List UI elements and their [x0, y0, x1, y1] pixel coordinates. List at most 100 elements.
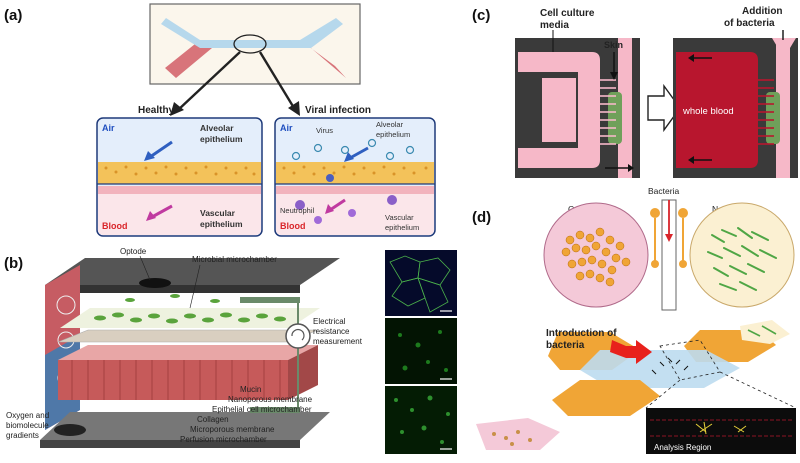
right-bottom-flow-arrow-head [688, 156, 694, 164]
introduction-label-2: bacteria [546, 340, 585, 351]
healthy-alveolar-label-2: epithelium [200, 134, 243, 144]
left-flow-arrow-head [628, 164, 634, 172]
healthy-cell-dots [104, 165, 256, 176]
addition-label-2: of bacteria [724, 18, 775, 29]
bacteria-particles [651, 357, 689, 375]
resistance-meter-icon [285, 323, 311, 349]
neutrophil-migrating [326, 174, 334, 182]
addition-label-1: Addition [742, 6, 783, 17]
chip-channel [161, 18, 343, 48]
lower-chamber-chip [552, 380, 660, 416]
infection-alveolar-label-2: epithelium [376, 130, 410, 139]
microporous-label: Microporous membrane [190, 425, 275, 434]
nanoporous-label: Nanoporous membrane [228, 395, 313, 404]
infection-air-label: Air [280, 123, 293, 133]
neutrophil-cell [295, 200, 305, 210]
micrograph-top [385, 250, 457, 316]
oxygen-label-2: biomolecule [6, 421, 49, 430]
virus-icon [291, 151, 301, 161]
introduction-label-1: Introduction of [546, 328, 617, 339]
infection-air-arrow [349, 146, 369, 160]
top-cover [45, 258, 340, 285]
mucin-label: Mucin [240, 385, 261, 394]
panel-d: (d) Bacteria Cancer Cells Normal Cells [472, 186, 797, 454]
nanoporous-membrane [57, 329, 319, 343]
healthy-vascular-label-1: Vascular [200, 208, 236, 218]
micrograph-middle [385, 318, 457, 384]
healthy-air-arrow [149, 140, 173, 159]
chip-left-media-channel [518, 52, 600, 168]
tissue-dots [492, 430, 532, 446]
zoom-arrow-left [177, 51, 241, 111]
healthy-blood-arrow [151, 204, 173, 219]
virus-label: Virus [316, 126, 333, 135]
microbial-label: Microbial microchamber [192, 255, 277, 264]
electrical-label-2: resistance [313, 327, 350, 336]
chip-right-skin-channel [776, 38, 790, 178]
panel-a-label: (a) [4, 7, 22, 24]
zoom-arrow-right [258, 51, 296, 109]
neutrophil-cell-4 [387, 195, 397, 205]
bacteria-cluster [94, 294, 286, 324]
virus-particles [291, 138, 415, 161]
chip-right-chamber [676, 72, 736, 148]
epithelial-top [58, 345, 318, 360]
skin-label: Skin [604, 40, 623, 50]
normal-cells-circle [689, 202, 795, 308]
analysis-region-panel [646, 408, 796, 454]
infection-cell-dots [282, 165, 428, 176]
base-port [54, 424, 86, 436]
electrical-label-1: Electrical [313, 317, 346, 326]
micrograph-bottom-spots [394, 395, 450, 444]
bottom-base-side [40, 440, 300, 448]
chip-left-pillars [600, 79, 616, 145]
infection-blood-arrow [329, 198, 346, 212]
whole-blood-label: whole blood [682, 106, 734, 117]
optode-spot [139, 278, 171, 288]
healthy-alveolar-label-1: Alveolar [200, 123, 234, 133]
optode-label: Optode [120, 247, 147, 256]
zoom-arrow-right-head [288, 101, 300, 116]
infection-alveolar-label-1: Alveolar [376, 120, 404, 129]
neutrophil-label: Neutrophil [280, 206, 315, 215]
healthy-air-arrow-head [144, 151, 155, 161]
oxygen-label-1: Oxygen and [6, 411, 49, 420]
epithelial-cells [71, 360, 281, 400]
micrograph-top-cells [389, 255, 451, 313]
chip-right-inlet [772, 38, 796, 48]
blue-channel [580, 350, 740, 388]
epithelial-side [288, 345, 318, 400]
media-label-2: media [540, 20, 569, 31]
infection-blood-label: Blood [280, 221, 306, 231]
micrograph-bottom [385, 386, 457, 454]
healthy-blood [98, 186, 261, 235]
infection-vascular-label-2: epithelium [385, 223, 419, 232]
media-label-1: Cell culture [540, 8, 595, 19]
normal-cell-cluster [707, 227, 777, 291]
healthy-blood-arrow-head [146, 211, 156, 221]
healthy-blood-label: Blood [102, 221, 128, 231]
healthy-vascular-label-2: epithelium [200, 219, 243, 229]
micrograph-middle-spots [398, 330, 448, 372]
chip-right-blood-channel [676, 52, 758, 168]
analysis-label: Analysis Region [654, 443, 711, 452]
chip-inlet-left [165, 40, 212, 78]
skin-arrow-head [610, 72, 618, 80]
oxygen-label-3: gradients [6, 431, 39, 440]
chip-zoom-circle [233, 34, 267, 54]
cancer-cell-cluster [561, 227, 631, 287]
epithelial-label: Epithelial cell microchamber [212, 405, 312, 414]
epithelial-front [58, 360, 288, 400]
cancer-cells-circle [543, 202, 649, 308]
panel-c-label: (c) [472, 7, 490, 24]
optode-leader [139, 255, 151, 281]
bacteria-arrow-head [665, 234, 673, 242]
virus-icon [340, 145, 350, 155]
chip-right-pillars [758, 79, 774, 145]
virus-icon [385, 151, 395, 161]
panel-b: (b) [4, 247, 457, 454]
center-valves [650, 208, 688, 268]
panel-d-label: (d) [472, 209, 491, 226]
neutrophil-cell-2 [314, 216, 322, 224]
